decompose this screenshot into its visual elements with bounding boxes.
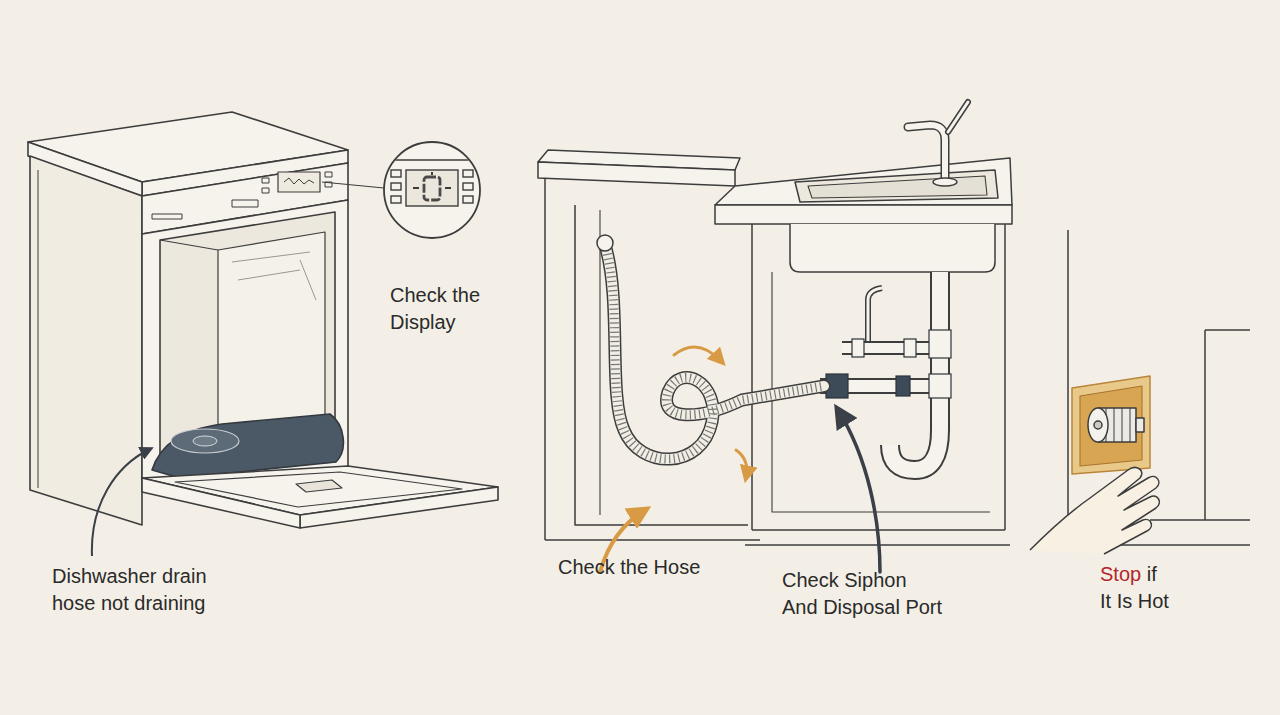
cabinet-side bbox=[751, 224, 753, 530]
pipe-tee bbox=[929, 374, 951, 398]
zoom-circle bbox=[384, 142, 480, 238]
orange-arrow bbox=[736, 450, 747, 478]
sink-bowl bbox=[808, 176, 987, 198]
badge bbox=[152, 214, 182, 219]
motor-shaft bbox=[1094, 421, 1102, 429]
warning-word: Stop bbox=[1100, 563, 1141, 585]
hose-body bbox=[605, 245, 824, 459]
zoom-button bbox=[463, 183, 473, 190]
wall-hatching bbox=[232, 252, 316, 300]
filter-center bbox=[193, 436, 217, 446]
kickplate bbox=[545, 539, 760, 541]
label-block: Check the Display bbox=[390, 282, 520, 336]
motor-ribs bbox=[1106, 408, 1130, 442]
sink-counter-top bbox=[715, 158, 1012, 205]
callout-arrow bbox=[838, 410, 880, 572]
sink-basin-under bbox=[790, 224, 995, 272]
faucet-handle-fill bbox=[948, 102, 968, 132]
label-block: Stopif It Is Hot bbox=[1100, 561, 1171, 615]
cabinet-side bbox=[544, 178, 546, 540]
label-block: Check the Hose bbox=[558, 554, 733, 581]
hose-outline bbox=[605, 245, 824, 459]
drain-pipe bbox=[890, 272, 940, 470]
panel-edge bbox=[380, 159, 485, 160]
cabinet-top bbox=[1205, 329, 1250, 331]
dishwasher-side-panel bbox=[599, 210, 600, 515]
dishwasher bbox=[28, 112, 498, 528]
problem-label: Dishwasher drain hose not draining bbox=[52, 565, 207, 614]
zoom-leader bbox=[322, 182, 384, 188]
pipe-tee bbox=[929, 330, 951, 358]
door-side bbox=[142, 478, 300, 528]
detergent-cup bbox=[296, 480, 342, 492]
pipe-couplings bbox=[826, 330, 951, 398]
air-gap-tube-fill bbox=[868, 288, 882, 341]
label-block: Check Siphon And Disposal Port bbox=[782, 567, 945, 621]
tub-edge bbox=[160, 240, 218, 250]
step-label: Check Siphon And Disposal Port bbox=[782, 569, 942, 618]
side-seam bbox=[38, 170, 39, 488]
panel-slot bbox=[232, 200, 258, 207]
step-label: Check the Display bbox=[390, 284, 480, 333]
sink-counter-edge bbox=[715, 205, 1012, 224]
hand bbox=[1030, 468, 1159, 554]
coupling bbox=[852, 339, 864, 357]
coupling bbox=[904, 339, 916, 357]
panel-button bbox=[262, 178, 269, 183]
faucet-handle bbox=[948, 102, 968, 132]
step-label: Check the Hose bbox=[558, 556, 700, 578]
door-edge bbox=[300, 487, 498, 528]
hose-ribs bbox=[605, 245, 824, 459]
cabinets bbox=[538, 150, 1012, 545]
cabinet-side bbox=[1067, 230, 1069, 545]
plumbing bbox=[820, 272, 940, 470]
cabinet-front-edge bbox=[1204, 330, 1206, 520]
dishwasher-front bbox=[142, 200, 348, 480]
label-block: Dishwasher drain hose not draining bbox=[52, 563, 237, 617]
drain-filter bbox=[171, 429, 239, 453]
dishwasher-side bbox=[30, 156, 142, 525]
orange-arrow bbox=[674, 347, 722, 362]
zoom-button bbox=[391, 170, 401, 177]
zoom-button bbox=[463, 170, 473, 177]
drain-hose bbox=[597, 235, 824, 459]
counter-edge bbox=[538, 162, 735, 186]
air-gap-tube bbox=[868, 288, 882, 341]
zoom-display bbox=[406, 170, 458, 206]
hose-connector bbox=[597, 235, 613, 251]
display-zero-glyph bbox=[424, 177, 440, 200]
faucet-base bbox=[933, 178, 957, 186]
zoom-content bbox=[380, 160, 485, 206]
zoom-button bbox=[391, 196, 401, 203]
tub-back-wall bbox=[218, 232, 325, 428]
coupling-dark bbox=[896, 376, 910, 396]
callout-arrow bbox=[92, 449, 150, 556]
zoom-button bbox=[391, 183, 401, 190]
display-ticks bbox=[413, 172, 451, 188]
faucet-body-fill bbox=[908, 125, 945, 180]
display-marks bbox=[284, 178, 314, 184]
cabinet-side bbox=[1004, 224, 1006, 530]
sink-rim bbox=[795, 170, 998, 202]
hose-arrows bbox=[600, 347, 747, 572]
pump-compartment bbox=[1072, 376, 1150, 474]
motor-end bbox=[1088, 408, 1108, 442]
pump-recess bbox=[1080, 386, 1142, 466]
panel-button bbox=[262, 188, 269, 193]
motor-cap bbox=[1136, 418, 1144, 432]
drain-pipe-fill bbox=[890, 272, 940, 470]
panel-display bbox=[278, 172, 320, 192]
panel-button bbox=[325, 172, 332, 177]
cabinet-bottom bbox=[1150, 519, 1250, 521]
faucet bbox=[908, 102, 968, 186]
faucet-body bbox=[908, 125, 945, 180]
zoom-button bbox=[463, 196, 473, 203]
